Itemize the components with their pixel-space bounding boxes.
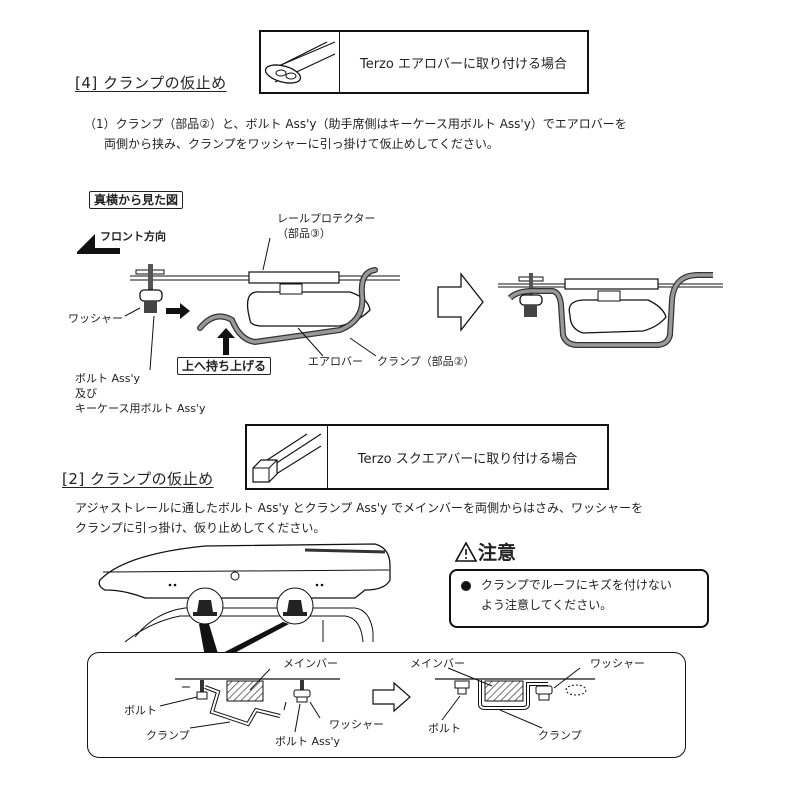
- square-bar-header-box: Terzo スクエアバーに取り付ける場合: [245, 424, 609, 490]
- warning-triangle-icon: [454, 541, 478, 562]
- detail-before-washer-label: ワッシャー: [329, 718, 384, 731]
- square-clamp-before-diagram: [159, 668, 340, 733]
- detail-before-bolt-assy-label: ボルト Ass'y: [275, 735, 341, 748]
- square-bar-icon: [247, 426, 328, 488]
- bolt-assy-label-line-3: キーケース用ボルト Ass'y: [75, 402, 206, 415]
- washer-label: ワッシャー: [68, 312, 123, 325]
- bolt-assy-label-line-2: 及び: [75, 387, 97, 400]
- side-view-label: 真横から見た図: [89, 191, 184, 209]
- front-direction-label: フロント方向: [100, 230, 166, 243]
- aero-bar-header-label: Terzo エアロバーに取り付ける場合: [360, 56, 567, 72]
- aero-bar-label: エアロバー: [308, 355, 363, 368]
- lift-up-label: 上へ持ち上げる: [177, 357, 272, 375]
- square-instruction-line-1: アジャストレールに通したボルト Ass'y とクランプ Ass'y でメインバー…: [75, 501, 644, 515]
- aero-section-title: [4] クランプの仮止め: [75, 74, 227, 92]
- aero-instruction-line-2: 両側から挟み、クランプをワッシャーに引っ掛けて仮止めしてください。: [104, 137, 499, 151]
- bullet-icon: [461, 581, 471, 591]
- detail-before-main-bar-label: メインバー: [283, 657, 338, 670]
- square-bar-header-label: Terzo スクエアバーに取り付ける場合: [357, 451, 578, 467]
- detail-after-bolt-label: ボルト: [428, 722, 461, 735]
- rail-protector-part-label: （部品③）: [277, 227, 331, 240]
- clamp-part-label: クランプ（部品②）: [377, 355, 475, 368]
- aero-side-view-before-diagram: [124, 237, 400, 371]
- transition-arrow-icon: [437, 272, 484, 332]
- detail-after-main-bar-label: メインバー: [410, 657, 465, 670]
- caution-line-2: よう注意してください。: [481, 598, 613, 612]
- detail-before-bolt-label: ボルト: [124, 704, 157, 717]
- detail-transition-arrow-icon: [372, 681, 411, 713]
- detail-after-clamp-label: クランプ: [538, 729, 582, 742]
- bolt-assy-label-line-1: ボルト Ass'y: [75, 372, 141, 385]
- front-direction-arrow-icon: [77, 234, 120, 254]
- rail-protector-label: レールプロテクター: [277, 212, 376, 225]
- clamp-detail-box: [87, 652, 686, 758]
- aero-instruction-line-1: （1）クランプ（部品②）と、ボルト Ass'y（助手席側はキーケース用ボルト A…: [84, 117, 627, 131]
- roof-box-car-illustration: [98, 543, 391, 657]
- detail-before-clamp-label: クランプ: [146, 729, 190, 742]
- aero-bar-icon: [261, 32, 340, 92]
- square-section-title: [2] クランプの仮止め: [62, 470, 214, 488]
- detail-after-washer-label: ワッシャー: [590, 657, 645, 670]
- square-clamp-after-diagram: [435, 667, 595, 729]
- square-instruction-line-2: クランプに引っ掛け、仮り止めしてください。: [75, 521, 326, 535]
- caution-title: 注意: [478, 542, 517, 564]
- caution-line-1: クランプでルーフにキズを付けない: [481, 578, 672, 592]
- aero-side-view-after-diagram: [498, 272, 723, 348]
- aero-bar-header-box: Terzo エアロバーに取り付ける場合: [259, 30, 589, 94]
- caution-box: クランプでルーフにキズを付けない よう注意してください。: [449, 569, 709, 628]
